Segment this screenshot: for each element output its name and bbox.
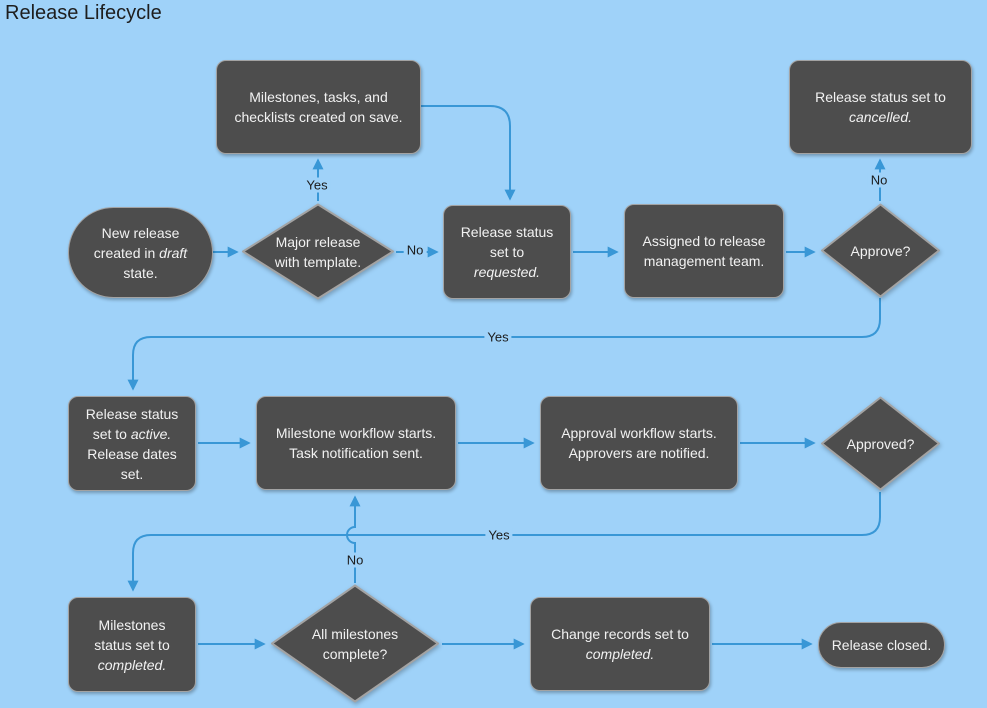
- diamond-shape-icon: [821, 396, 940, 491]
- edge-label-no-template: No: [403, 242, 427, 258]
- node-release-closed: Release closed.: [818, 622, 945, 668]
- node-release-closed-label: Release closed.: [831, 637, 932, 653]
- page-title: Release Lifecycle: [5, 2, 162, 24]
- node-milestone-workflow-label: Milestone workflow starts.Task notificat…: [275, 425, 437, 461]
- node-milestone-workflow: Milestone workflow starts.Task notificat…: [256, 396, 456, 490]
- edge-label-yes-approve: Yes: [484, 329, 512, 345]
- node-approve-decision-label: Approve?: [850, 242, 911, 259]
- node-approval-workflow-label: Approval workflow starts.Approvers are n…: [561, 425, 717, 461]
- edge-label-yes-template: Yes: [303, 177, 331, 193]
- edge-milestones-created-to-requested: [421, 105, 516, 201]
- diamond-shape-icon: [242, 203, 394, 300]
- node-approved-decision: Approved?: [820, 396, 941, 491]
- node-approval-workflow: Approval workflow starts.Approvers are n…: [540, 396, 738, 490]
- diamond-shape-icon: [821, 203, 940, 298]
- node-approve-decision: Approve?: [820, 203, 941, 298]
- diamond-shape-icon: [271, 584, 439, 703]
- edge-label-yes-approved: Yes: [485, 527, 513, 543]
- edge-label-no-milestones: No: [343, 552, 367, 568]
- node-approved-decision-label: Approved?: [846, 435, 915, 452]
- edge-label-no-approve: No: [867, 172, 891, 188]
- edge-all-milestones-no-to-milestone-workflow: [346, 495, 361, 583]
